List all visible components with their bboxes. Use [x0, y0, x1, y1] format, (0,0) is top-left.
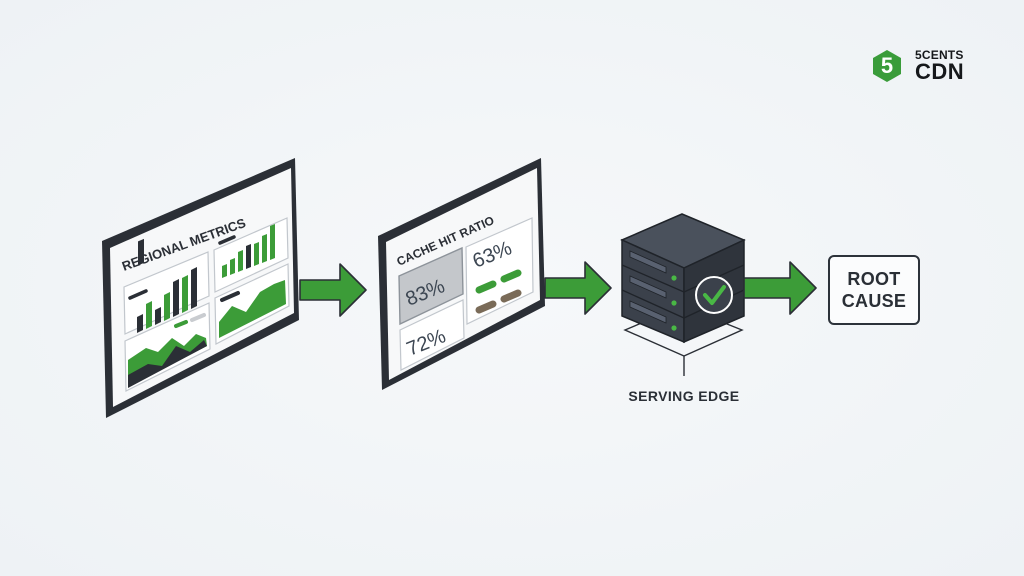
- root-cause-line-2: CAUSE: [841, 291, 907, 311]
- status-led: [671, 300, 677, 306]
- bar-chart-tile-1: [123, 238, 210, 335]
- flow-arrow-1: [299, 263, 367, 317]
- bars-group-1: [128, 267, 197, 333]
- serving-edge-label: SERVING EDGE: [628, 388, 740, 404]
- check-icon: [695, 276, 733, 314]
- stat-tile-83: 83%: [398, 246, 464, 326]
- logo-badge-icon: [873, 50, 901, 82]
- bar: [138, 238, 144, 266]
- brand-logo: 5 5CENTS CDN: [870, 47, 990, 87]
- regional-metrics-dashboard: REGIONAL METRICS: [102, 158, 299, 418]
- flow-arrow-2: [544, 261, 612, 315]
- status-led: [671, 275, 677, 281]
- serving-edge-server: [620, 213, 746, 376]
- root-cause-line-1: ROOT: [847, 269, 901, 289]
- status-pill-brown: [475, 300, 497, 314]
- root-cause-box: ROOT CAUSE: [828, 255, 920, 325]
- flow-arrow-3: [743, 261, 817, 315]
- area-chart-tile-1: [124, 302, 211, 392]
- cache-hit-ratio-dashboard: CACHE HIT RATIO 83% 63% 72%: [378, 158, 545, 390]
- area-series-green-2: [219, 280, 286, 338]
- status-pill-brown: [500, 289, 522, 303]
- area-chart-tile-2: [214, 263, 290, 345]
- logo-wordmark-top: 5CENTS: [915, 48, 964, 62]
- logo-badge-number: 5: [880, 53, 894, 78]
- bars-group-2: [218, 224, 275, 278]
- status-pill-green: [500, 269, 522, 283]
- area-series-dark: [128, 340, 207, 388]
- status-pill-green: [475, 280, 497, 294]
- logo-wordmark-bottom: CDN: [915, 59, 965, 84]
- stat-tile-63: 63%: [465, 217, 534, 325]
- status-led: [671, 325, 677, 331]
